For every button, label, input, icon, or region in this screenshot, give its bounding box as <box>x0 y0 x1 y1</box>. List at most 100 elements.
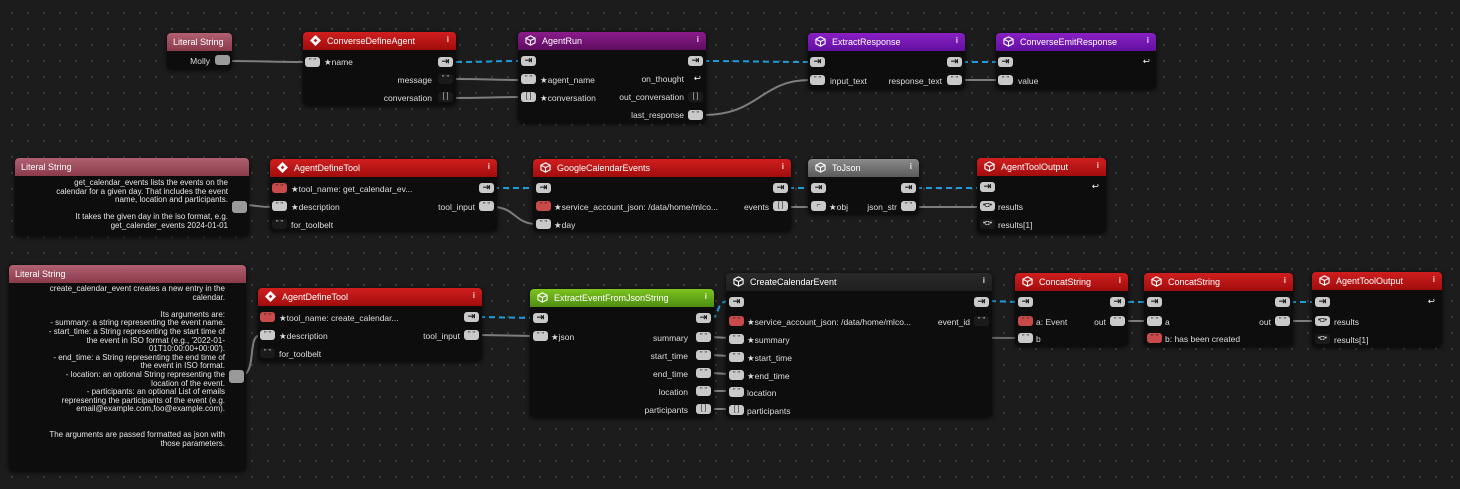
info-icon[interactable]: i <box>696 35 699 44</box>
node-header[interactable]: AgentRun i <box>518 32 706 50</box>
input-pin-start-time[interactable]: " " <box>729 352 744 362</box>
input-pin-a[interactable]: " " <box>1018 316 1033 326</box>
info-icon[interactable]: i <box>982 276 985 285</box>
create-calendar-event-node[interactable]: CreateCalendarEvent i ⇥ ⇥ " " ★service_a… <box>726 273 992 417</box>
literal-string-node-create-event-desc[interactable]: Literal String create_calendar_event cre… <box>9 265 246 471</box>
exec-in-pin[interactable]: ⇥ <box>810 57 825 67</box>
exec-out-pin[interactable]: ⇥ <box>773 183 788 193</box>
info-icon[interactable]: i <box>1096 161 1099 170</box>
input-pin-agent-name[interactable]: " " <box>521 74 536 84</box>
literal-value[interactable]: Molly <box>190 56 210 66</box>
output-pin-last-response[interactable]: " " <box>688 110 703 120</box>
info-icon[interactable]: i <box>704 292 707 301</box>
input-pin-obj[interactable]: ⌐ <box>811 201 826 211</box>
output-pin[interactable] <box>215 55 230 65</box>
node-header[interactable]: AgentDefineTool i <box>270 159 497 177</box>
input-pin-b[interactable]: " " <box>1018 333 1033 343</box>
exec-in-pin[interactable]: ⇥ <box>1315 297 1330 307</box>
agent-define-tool-node-1[interactable]: AgentDefineTool i " " ★tool_name: get_ca… <box>270 159 497 231</box>
info-icon[interactable]: i <box>446 35 449 44</box>
input-pin-description[interactable]: " " <box>272 201 287 211</box>
input-pin-service-account[interactable]: " " <box>536 201 551 211</box>
node-header[interactable]: ExtractEventFromJsonString i <box>530 289 714 307</box>
info-icon[interactable]: i <box>1146 36 1149 45</box>
output-pin-response-text[interactable]: " " <box>947 75 962 85</box>
exec-out-pin[interactable]: ⇥ <box>1275 297 1290 307</box>
node-header[interactable]: ExtractResponse i <box>808 33 965 51</box>
agent-tool-output-node-1[interactable]: AgentToolOutput i ⇥ ↩ •◘• results •◘• re… <box>977 158 1106 233</box>
output-pin-conversation[interactable]: [ ] <box>438 92 453 102</box>
node-header[interactable]: Literal String <box>15 158 249 176</box>
input-pin-tool-name[interactable]: " " <box>260 312 275 322</box>
output-pin-end-time[interactable]: " " <box>696 368 711 378</box>
exec-in-pin[interactable]: ⇥ <box>536 183 551 193</box>
input-pin-day[interactable]: " " <box>536 219 551 229</box>
google-calendar-events-node[interactable]: GoogleCalendarEvents i ⇥ ⇥ " " ★service_… <box>533 159 791 231</box>
node-header[interactable]: Literal String <box>167 33 232 51</box>
exec-in-pin[interactable]: ⇥ <box>729 297 744 307</box>
agent-tool-output-node-2[interactable]: AgentToolOutput i ⇥ ↩ •◘• results •◘• re… <box>1312 272 1442 347</box>
node-header[interactable]: ConverseDefineAgent i <box>303 32 456 50</box>
exec-out-pin[interactable]: ⇥ <box>464 312 479 322</box>
info-icon[interactable]: i <box>487 162 490 171</box>
input-pin-input-text[interactable]: " " <box>810 75 825 85</box>
output-pin-message[interactable]: " " <box>438 74 453 84</box>
literal-string-node-molly[interactable]: Literal String Molly <box>167 33 232 69</box>
agent-define-tool-node-2[interactable]: AgentDefineTool i " " ★tool_name: create… <box>258 288 482 361</box>
exec-in-pin[interactable]: ⇥ <box>521 56 536 66</box>
info-icon[interactable]: i <box>1118 276 1121 285</box>
return-arrow-icon[interactable]: ↩ <box>1142 56 1150 66</box>
input-pin-for-toolbelt[interactable]: " " <box>272 219 287 229</box>
info-icon[interactable]: i <box>955 36 958 45</box>
output-pin-events[interactable]: [ ] <box>773 201 788 211</box>
input-pin-for-toolbelt[interactable]: " " <box>260 348 275 358</box>
input-pin-b[interactable]: " " <box>1147 333 1162 343</box>
output-pin[interactable] <box>232 201 247 213</box>
output-pin-out-conversation[interactable]: [ ] <box>688 92 703 102</box>
exec-out-pin[interactable]: ⇥ <box>1110 297 1125 307</box>
node-header[interactable]: ToJson i <box>808 159 919 177</box>
info-icon[interactable]: i <box>1432 275 1435 284</box>
exec-out-pin[interactable]: ⇥ <box>479 183 494 193</box>
exec-out-pin[interactable]: ⇥ <box>688 56 703 66</box>
exec-in-pin[interactable]: ⇥ <box>998 57 1013 67</box>
exec-out-pin[interactable]: ⇥ <box>438 57 453 67</box>
concat-string-node-1[interactable]: ConcatString i ⇥ ⇥ " " a: Event out " " … <box>1015 273 1128 346</box>
input-pin-tool-name[interactable]: " " <box>272 183 287 193</box>
input-pin-json[interactable]: " " <box>533 331 548 341</box>
exec-out-pin[interactable]: ⇥ <box>696 313 711 323</box>
input-pin-summary[interactable]: " " <box>729 334 744 344</box>
input-pin-results-1[interactable]: •◘• <box>1315 334 1330 344</box>
output-pin-location[interactable]: " " <box>696 386 711 396</box>
input-pin-description[interactable]: " " <box>260 330 275 340</box>
input-pin-results[interactable]: •◘• <box>1315 316 1330 326</box>
node-header[interactable]: AgentDefineTool i <box>258 288 482 306</box>
node-header[interactable]: Literal String <box>9 265 246 283</box>
node-header[interactable]: ConverseEmitResponse i <box>996 33 1156 51</box>
input-pin-location[interactable]: " " <box>729 387 744 397</box>
converse-define-agent-node[interactable]: ConverseDefineAgent i " " ★name ⇥ messag… <box>303 32 456 105</box>
concat-string-node-2[interactable]: ConcatString i ⇥ ⇥ " " a out " " " " b: … <box>1144 273 1293 346</box>
output-pin-tool-input[interactable]: " " <box>464 330 479 340</box>
output-pin-json-str[interactable]: " " <box>901 201 916 211</box>
agent-run-node[interactable]: AgentRun i ⇥ ⇥ " " ★agent_name on_though… <box>518 32 706 123</box>
input-pin-participants[interactable]: [ ] <box>729 405 744 415</box>
input-pin-conversation[interactable]: [ ] <box>521 92 536 102</box>
node-header[interactable]: GoogleCalendarEvents i <box>533 159 791 177</box>
to-json-node[interactable]: ToJson i ⇥ ⇥ ⌐ ★obj json_str " " <box>808 159 919 214</box>
node-header[interactable]: ConcatString i <box>1015 273 1128 291</box>
output-pin-participants[interactable]: [ ] <box>696 404 711 414</box>
input-pin-name[interactable]: " " <box>305 57 320 67</box>
output-pin-out[interactable]: " " <box>1110 316 1125 326</box>
node-header[interactable]: AgentToolOutput i <box>977 158 1106 176</box>
return-arrow-icon[interactable]: ↩ <box>1091 181 1099 191</box>
exec-out-pin[interactable]: ⇥ <box>947 57 962 67</box>
output-pin-summary[interactable]: " " <box>696 332 711 342</box>
exec-in-pin[interactable]: ⇥ <box>533 313 548 323</box>
output-pin-event-id[interactable]: " " <box>974 316 989 326</box>
input-pin-results[interactable]: •◘• <box>980 201 995 211</box>
input-pin-service-account[interactable]: " " <box>729 316 744 326</box>
extract-event-from-json-node[interactable]: ExtractEventFromJsonString i ⇥ ⇥ " " ★js… <box>530 289 714 417</box>
output-pin-tool-input[interactable]: " " <box>479 201 494 211</box>
return-arrow-icon[interactable]: ↩ <box>693 73 701 83</box>
